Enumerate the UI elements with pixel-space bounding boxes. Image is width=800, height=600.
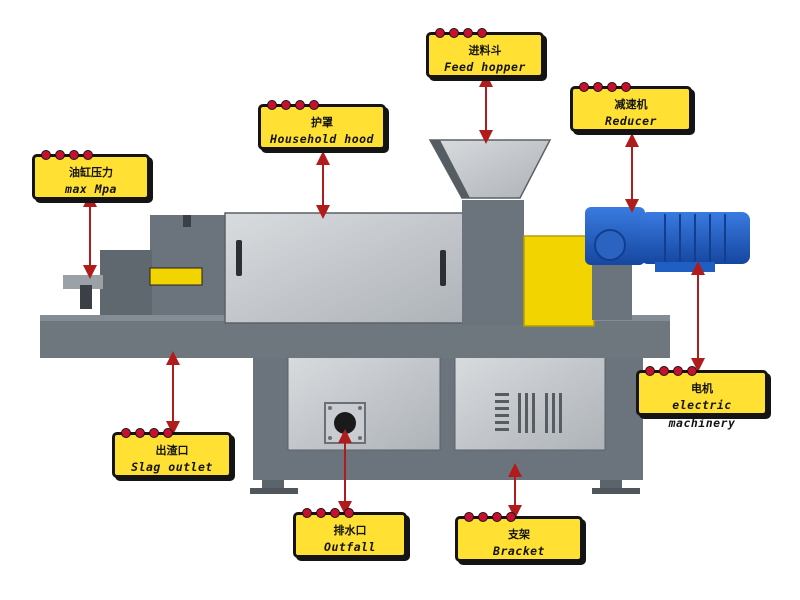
label-zh: 电机 [691,382,713,395]
label-dots-decoration [464,512,516,522]
label-zh: 油缸压力 [69,166,113,179]
label-reducer: 减速机 Reducer [570,82,692,132]
label-zh: 护罩 [311,116,333,129]
label-zh: 出渣口 [155,444,189,457]
label-slag-outlet: 出渣口 Slag outlet [112,428,232,478]
label-feed-hopper: 进料斗 Feed hopper [426,28,544,78]
label-dots-decoration [645,366,697,376]
motor-reducer [585,207,750,320]
label-en: Feed hopper [444,60,526,74]
label-zh: 支架 [508,528,530,541]
label-dots-decoration [302,508,354,518]
label-zh: 进料斗 [468,44,502,57]
label-en: Reducer [605,114,657,128]
label-zh: 减速机 [614,98,648,111]
label-household-hood: 护罩 Household hood [258,100,386,150]
callout-arrows [83,73,705,519]
label-bracket: 支架 Bracket [455,512,583,562]
label-dots-decoration [267,100,319,110]
label-electric-machinery: 电机 electric machinery [636,366,768,430]
label-dots-decoration [121,428,173,438]
bracket-frame [250,340,643,494]
label-en: electric machinery [668,398,736,430]
label-en: max Mpa [65,182,117,196]
coupling-guard [523,235,595,327]
label-en: Slag outlet [131,460,213,474]
label-max-mpa: 油缸压力 max Mpa [32,150,150,200]
hood-cover [224,212,466,324]
hydraulic-cylinder [63,215,225,315]
feed-hopper-body [428,139,552,325]
label-dots-decoration [41,150,93,160]
label-en: Bracket [493,544,545,558]
label-dots-decoration [579,82,631,92]
label-dots-decoration [435,28,487,38]
label-en: Household hood [270,132,374,146]
label-zh: 排水口 [333,524,367,537]
label-outfall: 排水口 Outfall [293,508,407,558]
label-en: Outfall [324,540,376,554]
